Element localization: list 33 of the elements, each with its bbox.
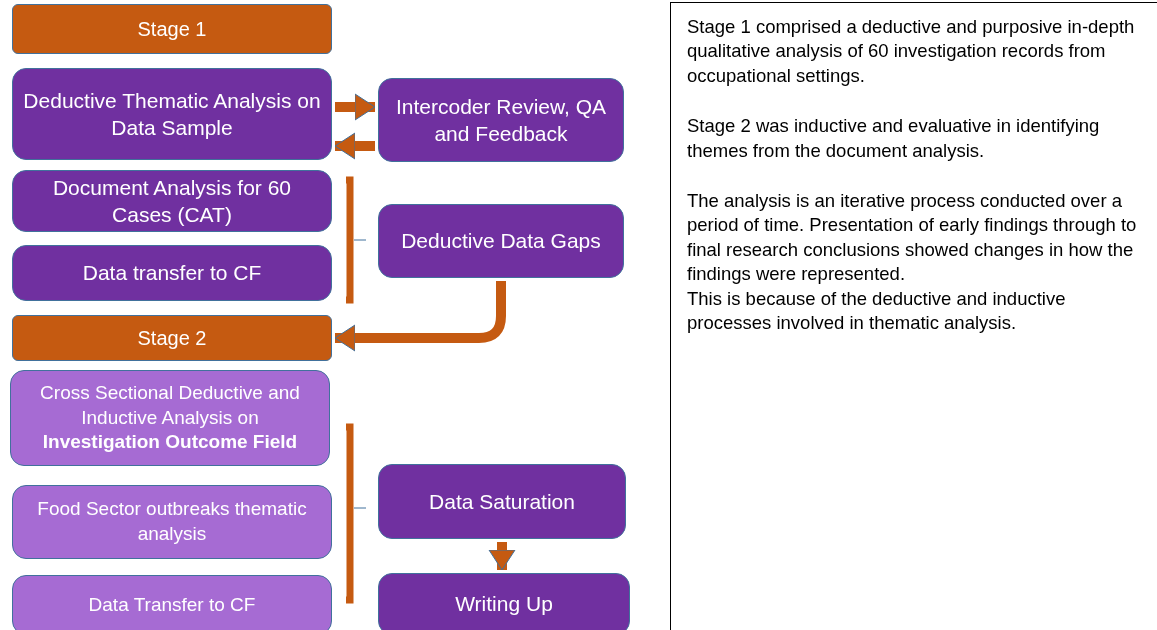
box-label: Cross Sectional Deductive and Inductive Analysis on Investigation Outcome Field bbox=[39, 380, 301, 455]
arrow bbox=[335, 93, 376, 121]
box-label: Deductive Data Gaps bbox=[400, 228, 602, 255]
paragraph: The analysis is an iterative process conducted over a period of time. Presentation of early findings through to final research conclusions showed changes in how the findings were represented. bbox=[687, 189, 1138, 287]
box-label: Data transfer to CF bbox=[81, 260, 263, 287]
process-box bbox=[378, 78, 624, 162]
paragraph: Stage 2 was inductive and evaluative in identifying themes from the document analysis. bbox=[687, 114, 1101, 163]
arrow bbox=[488, 542, 516, 571]
box-label: Data Transfer to CF bbox=[87, 592, 257, 617]
box-label: Writing Up bbox=[454, 591, 554, 618]
paragraph: This is because of the deductive and inductive processes involved in thematic analysis. bbox=[687, 286, 1067, 336]
box-label: Data Saturation bbox=[428, 488, 576, 515]
arrow bbox=[334, 132, 375, 160]
process-box bbox=[378, 464, 626, 539]
paragraph: Stage 1 comprised a deductive and purposive in-depth qualitative analysis of 60 investigation records from occupational settings. bbox=[687, 15, 1136, 88]
process-box bbox=[12, 170, 332, 232]
box-label: Deductive Thematic Analysis on Data Sample bbox=[22, 87, 322, 141]
stage-banner bbox=[12, 315, 332, 361]
process-box bbox=[378, 573, 630, 630]
box-label: Document Analysis for 60 Cases (CAT) bbox=[51, 174, 293, 228]
stage-title: Stage 1 bbox=[136, 17, 208, 41]
box-label: Food Sector outbreaks thematic analysis bbox=[36, 497, 308, 546]
process-box bbox=[12, 68, 332, 160]
process-box bbox=[12, 245, 332, 301]
process-box bbox=[378, 204, 624, 278]
process-box bbox=[12, 485, 332, 559]
process-box bbox=[12, 575, 332, 630]
stage-banner bbox=[12, 4, 332, 54]
arrow bbox=[334, 281, 506, 352]
text-box bbox=[670, 2, 1157, 630]
process-box bbox=[10, 370, 330, 466]
stage-title: Stage 2 bbox=[136, 326, 208, 350]
box-label: Intercoder Review, QA and Feedback bbox=[394, 93, 608, 147]
